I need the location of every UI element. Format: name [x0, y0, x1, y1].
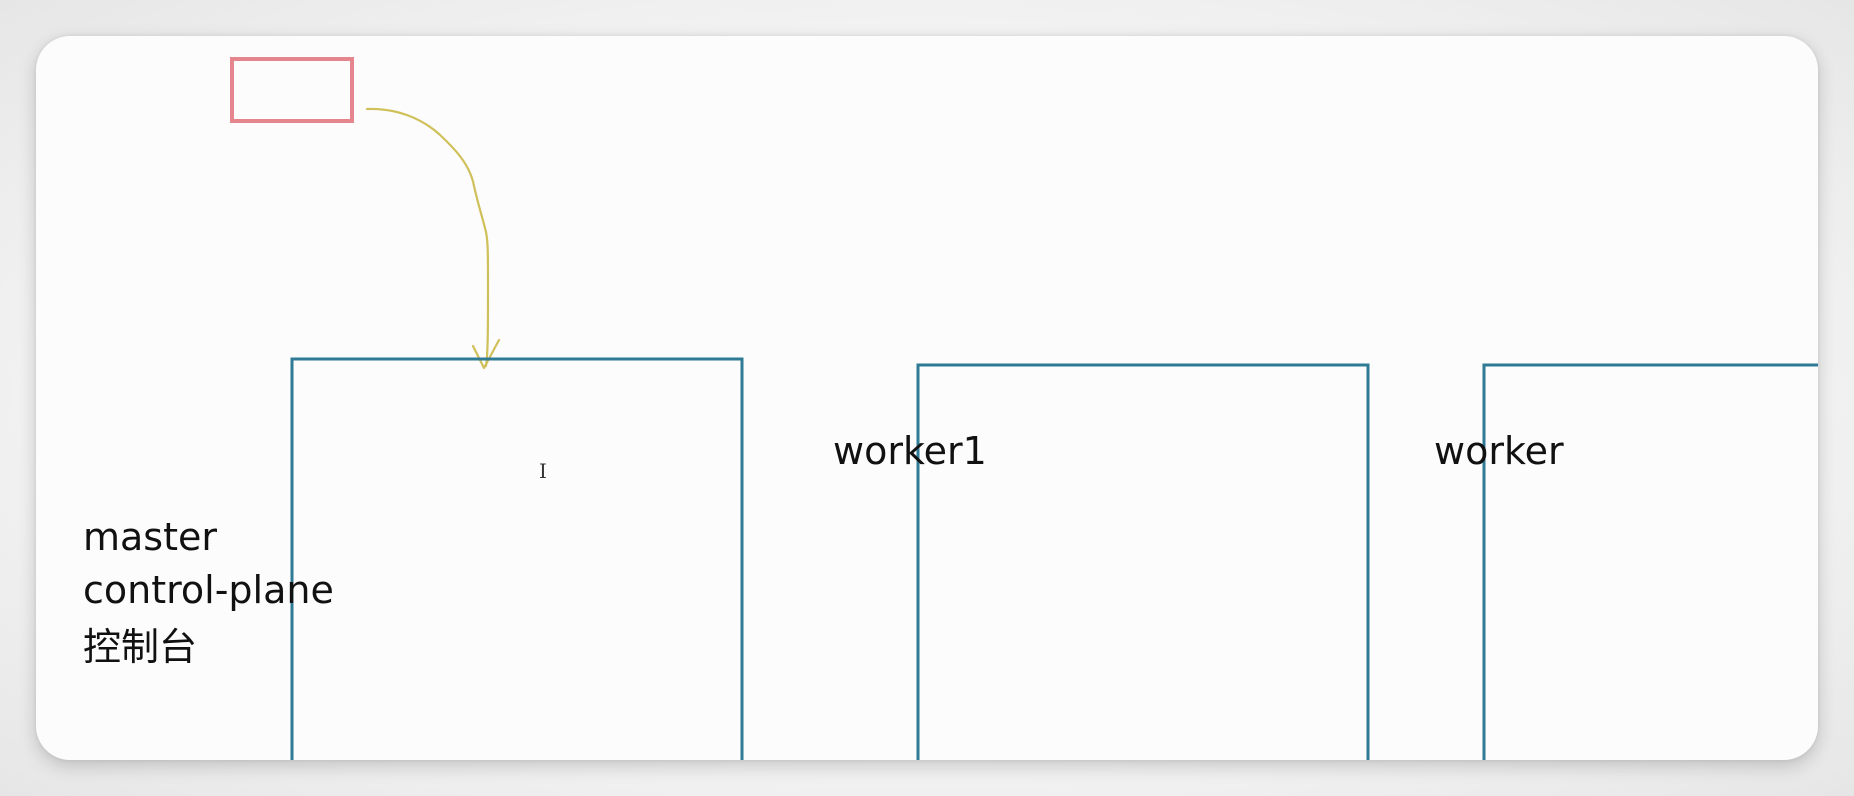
- master-node-box[interactable]: [290, 357, 744, 760]
- worker-label: worker: [1434, 429, 1564, 473]
- console-cn-label: 控制台: [83, 625, 198, 669]
- curved-arrow[interactable]: [365, 107, 490, 368]
- worker-node-box[interactable]: [1482, 363, 1818, 760]
- diagram-drawing[interactable]: [36, 36, 1818, 760]
- small-pink-box[interactable]: [230, 57, 354, 123]
- worker1-label: worker1: [833, 429, 987, 473]
- arrow-head: [471, 338, 501, 370]
- worker1-node-box[interactable]: [916, 363, 1370, 760]
- whiteboard-canvas[interactable]: I worker1 worker master control-plane 控制…: [36, 36, 1818, 760]
- master-label: master: [83, 515, 218, 559]
- control-plane-label: control-plane: [83, 568, 334, 612]
- text-cursor-icon: I: [539, 459, 547, 483]
